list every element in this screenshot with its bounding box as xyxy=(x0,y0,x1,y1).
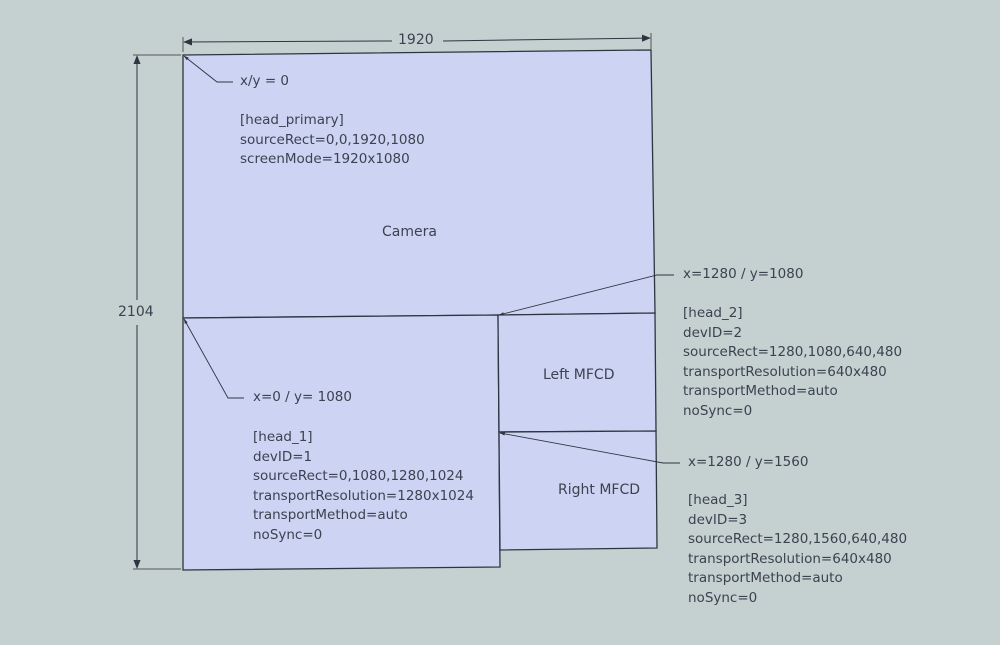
right-mfcd-region xyxy=(498,430,658,551)
config-line: [head_primary] xyxy=(240,112,344,128)
config-line: transportMethod=auto xyxy=(253,507,408,523)
config-line: devID=2 xyxy=(683,324,743,341)
head-2-config: [head_2] devID=2 sourceRect=1280,1080,64… xyxy=(683,304,902,421)
head-1-config: [head_1] devID=1 sourceRect=0,1080,1280,… xyxy=(253,428,474,545)
camera-label: Camera xyxy=(382,224,437,240)
height-dimension xyxy=(133,54,181,570)
config-line: devID=1 xyxy=(253,448,313,465)
head-3-config: [head_3] devID=3 sourceRect=1280,1560,64… xyxy=(688,491,907,608)
leader-head-3 xyxy=(499,432,680,464)
right-mfcd-label: Right MFCD xyxy=(558,482,641,498)
config-line: noSync=0 xyxy=(683,402,753,419)
config-line: screenMode=1920x1080 xyxy=(240,151,410,167)
config-line: noSync=0 xyxy=(253,526,323,543)
head-1-region xyxy=(182,314,501,571)
config-line: sourceRect=1280,1560,640,480 xyxy=(688,531,908,547)
config-line: transportMethod=auto xyxy=(688,570,843,586)
config-line: transportResolution=1280x1024 xyxy=(253,487,474,504)
config-line: [head_2] xyxy=(683,305,743,321)
head-primary-config: [head_primary] sourceRect=0,0,1920,1080 … xyxy=(240,111,425,170)
config-line: devID=3 xyxy=(688,511,748,528)
leader-head-primary xyxy=(183,55,233,83)
head-primary-coord: x/y = 0 xyxy=(240,73,290,89)
config-line: noSync=0 xyxy=(688,589,758,606)
leader-head-2 xyxy=(498,274,674,316)
config-line: sourceRect=0,0,1920,1080 xyxy=(240,131,425,148)
config-line: sourceRect=1280,1080,640,480 xyxy=(683,344,903,360)
width-dimension-label: 1920 xyxy=(398,31,434,51)
config-line: [head_3] xyxy=(688,492,748,508)
leader-head-1 xyxy=(183,318,244,399)
head-3-coord: x=1280 / y=1560 xyxy=(688,454,809,470)
config-line: [head_1] xyxy=(253,429,313,445)
head-1-coord: x=0 / y= 1080 xyxy=(253,389,352,405)
height-dimension-label: 2104 xyxy=(118,303,154,323)
width-dimension xyxy=(182,33,652,52)
config-line: transportResolution=640x480 xyxy=(683,363,887,380)
config-line: sourceRect=0,1080,1280,1024 xyxy=(253,468,464,484)
config-line: transportResolution=640x480 xyxy=(688,550,892,567)
left-mfcd-label: Left MFCD xyxy=(543,367,615,383)
config-line: transportMethod=auto xyxy=(683,383,838,399)
head-2-coord: x=1280 / y=1080 xyxy=(683,266,804,282)
